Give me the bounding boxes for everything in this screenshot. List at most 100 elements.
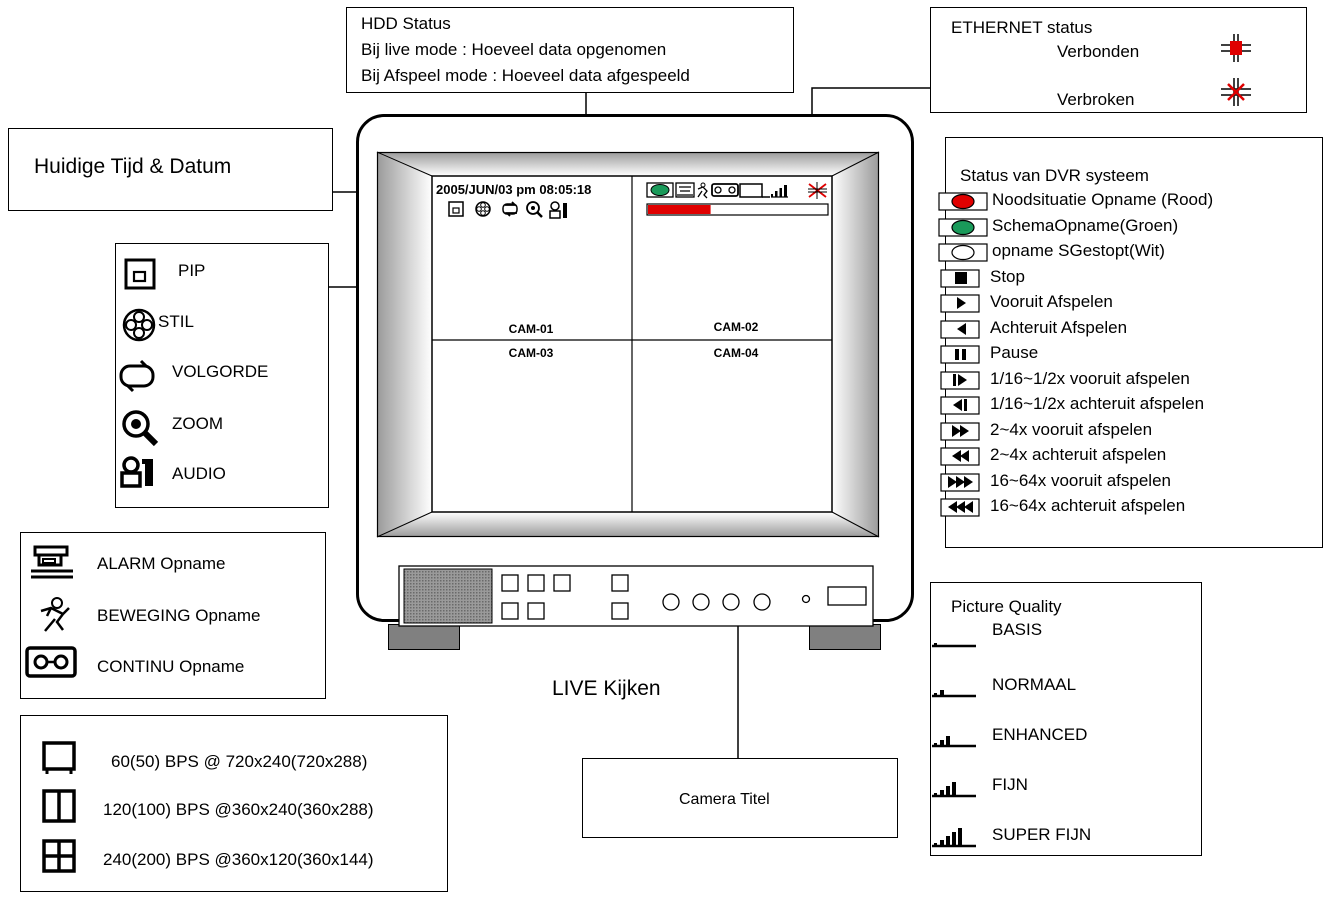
single-screen-icon — [42, 741, 76, 774]
quality-level-5-icon — [932, 828, 976, 848]
picture-quality-box: Picture Quality — [930, 582, 1202, 856]
quality-level-2-icon — [932, 690, 976, 698]
slow-reverse-icon — [940, 396, 980, 415]
fast-forward-icon — [940, 421, 980, 441]
slow-forward-icon — [940, 370, 980, 390]
picture-quality-item: NORMAAL — [930, 670, 1202, 710]
mode-label-still: STIL — [158, 312, 194, 331]
green-circle-icon — [938, 217, 988, 237]
quality-level-1-icon — [932, 643, 976, 648]
very-fast-reverse-icon — [940, 498, 980, 517]
dvr-status-item-label: Vooruit Afspelen — [990, 292, 1113, 311]
sequence-icon — [119, 359, 155, 393]
picture-quality-label: BASIS — [992, 620, 1043, 639]
zoom-icon — [122, 410, 159, 447]
recording-label-motion: BEWEGING Opname — [97, 606, 261, 625]
picture-quality-title: Picture Quality — [951, 597, 1062, 616]
dvr-status-item: 2~4x achteruit afspelen — [938, 445, 1318, 469]
dvr-status-item: 16~64x vooruit afspelen — [938, 470, 1318, 495]
picture-quality-item: SUPER FIJN — [930, 820, 1202, 860]
recording-legend-box: ALARM Opname BEWEGING Opname CONTINU Opn… — [20, 532, 326, 699]
pause-icon — [940, 345, 980, 364]
cam-03-label: CAM-03 — [508, 346, 554, 360]
ethernet-connected-label: Verbonden — [1057, 42, 1140, 61]
screen-status-icons — [646, 182, 829, 216]
monitor-front-panel — [398, 565, 874, 627]
dvr-status-box: Status van DVR systeem — [945, 137, 1323, 548]
reverse-icon — [940, 319, 980, 339]
dvr-status-title: Status van DVR systeem — [960, 166, 1149, 185]
audio-icon — [120, 456, 153, 488]
dvr-status-item-label: opname SGestopt(Wit) — [992, 241, 1165, 260]
red-circle-icon — [938, 192, 988, 211]
live-view-label: LIVE Kijken — [552, 677, 661, 700]
recording-label-continuous: CONTINU Opname — [97, 657, 245, 676]
picture-quality-label: ENHANCED — [992, 725, 1088, 744]
bps-label-dual: 120(100) BPS @360x240(360x288) — [103, 800, 374, 819]
dual-screen-icon — [42, 789, 76, 823]
picture-quality-label: SUPER FIJN — [992, 825, 1092, 844]
mode-label-audio: AUDIO — [172, 464, 226, 483]
dvr-status-item-label: 16~64x vooruit afspelen — [990, 470, 1171, 490]
mode-label-sequence: VOLGORDE — [172, 362, 269, 381]
ethernet-status-box: ETHERNET status Verbonden Verbroken — [930, 7, 1307, 113]
dvr-status-item-label: 1/16~1/2x vooruit afspelen — [990, 368, 1190, 388]
bps-label-single: 60(50) BPS @ 720x240(720x288) — [111, 752, 368, 771]
mode-label-zoom: ZOOM — [172, 414, 223, 433]
dvr-status-item: 2~4x vooruit afspelen — [938, 419, 1318, 444]
screen-mode-icons — [448, 201, 567, 219]
dvr-status-item: Achteruit Afspelen — [938, 318, 1318, 342]
quad-screen-icon — [42, 839, 76, 873]
play-icon — [940, 294, 980, 313]
picture-quality-label: NORMAAL — [992, 675, 1077, 694]
picture-quality-label: FIJN — [992, 775, 1028, 794]
dvr-status-item: 1/16~1/2x vooruit afspelen — [938, 368, 1318, 393]
dvr-status-item: 1/16~1/2x achteruit afspelen — [938, 394, 1318, 418]
camera-title-box: Camera Titel — [582, 758, 898, 838]
hdd-status-title: HDD Status — [361, 14, 451, 33]
motion-person-icon — [40, 597, 70, 632]
recording-label-alarm: ALARM Opname — [97, 554, 226, 573]
picture-quality-item: FIJN — [930, 770, 1202, 810]
monitor-foot-left — [388, 624, 460, 650]
monitor-bezel — [376, 151, 880, 538]
white-circle-icon — [938, 243, 988, 262]
ethernet-disconnected-icon — [1221, 78, 1251, 106]
picture-quality-item: BASIS — [930, 620, 1202, 660]
very-fast-forward-icon — [940, 472, 980, 492]
dvr-status-item-label: Noodsituatie Opname (Rood) — [992, 190, 1214, 209]
tape-icon — [25, 646, 77, 678]
stop-icon — [940, 268, 980, 288]
ethernet-disconnected-label: Verbroken — [1057, 90, 1135, 109]
ethernet-title: ETHERNET status — [951, 18, 1093, 37]
cam-02-label: CAM-02 — [713, 320, 759, 334]
still-icon — [122, 308, 156, 342]
dvr-status-item: Stop — [938, 266, 1318, 291]
fast-reverse-icon — [940, 447, 980, 466]
dvr-status-item: Vooruit Afspelen — [938, 292, 1318, 316]
picture-quality-item: ENHANCED — [930, 720, 1202, 760]
cam-04-label: CAM-04 — [713, 346, 759, 360]
dvr-status-item-label: 2~4x vooruit afspelen — [990, 419, 1153, 439]
cam-01-label: CAM-01 — [508, 322, 554, 336]
dvr-status-item-label: Stop — [990, 266, 1025, 286]
dvr-status-item: opname SGestopt(Wit) — [938, 241, 1318, 265]
monitor-foot-right — [809, 624, 881, 650]
dvr-status-item: Noodsituatie Opname (Rood) — [938, 190, 1318, 214]
dvr-status-item-label: SchemaOpname(Groen) — [992, 215, 1179, 235]
hdd-status-line-playback: Bij Afspeel mode : Hoeveel data afgespee… — [361, 66, 690, 85]
ethernet-connected-icon — [1221, 34, 1251, 62]
quality-level-3-icon — [932, 736, 976, 748]
time-date-box: Huidige Tijd & Datum — [8, 128, 333, 211]
speaker-grille — [403, 568, 493, 624]
dvr-status-item-label: 2~4x achteruit afspelen — [990, 445, 1167, 464]
picture-quality-list: BASIS NORMAAL ENHANCED FIJN SUPER FIJN — [930, 620, 1202, 850]
pip-icon — [124, 258, 156, 290]
dvr-status-item-label: Pause — [990, 343, 1039, 362]
dvr-status-list: Noodsituatie Opname (Rood) SchemaOpname(G… — [938, 190, 1318, 532]
hdd-status-box: HDD Status Bij live mode : Hoeveel data … — [346, 7, 794, 93]
hdd-progress-fill — [648, 205, 711, 214]
dvr-status-item: Pause — [938, 343, 1318, 367]
bps-label-quad: 240(200) BPS @360x120(360x144) — [103, 850, 374, 869]
quality-level-4-icon — [932, 782, 976, 798]
